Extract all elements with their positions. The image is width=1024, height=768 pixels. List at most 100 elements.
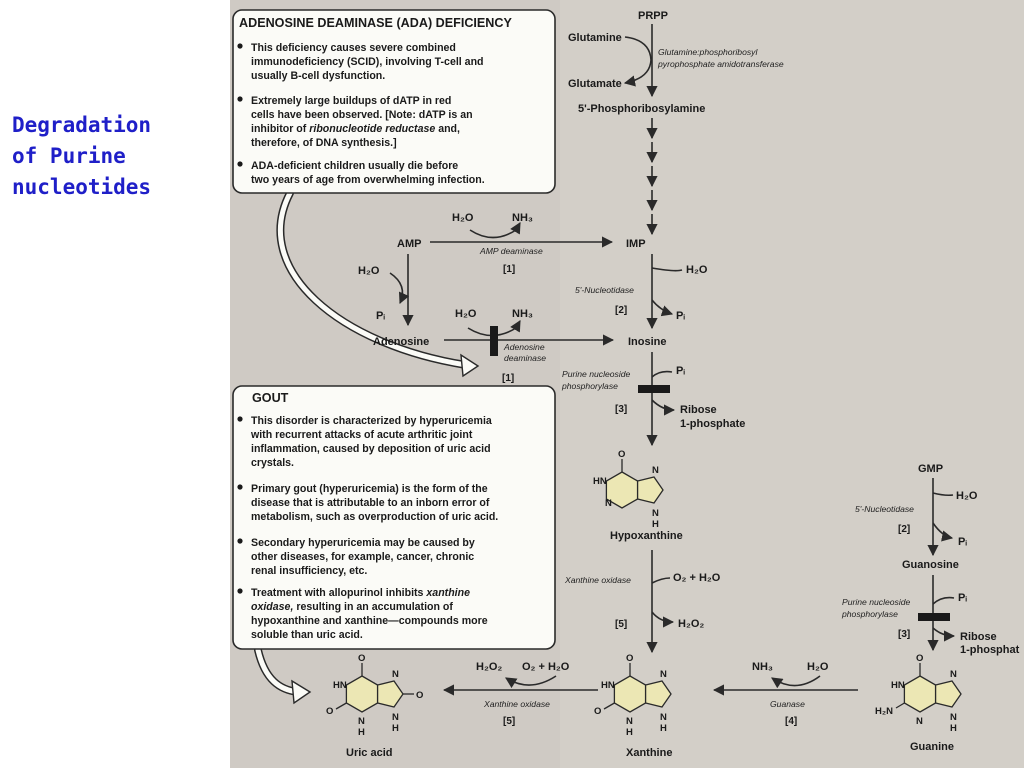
pnp-label: Purine nucleoside <box>842 597 911 607</box>
pi-label: Pᵢ <box>676 365 685 377</box>
svg-text:N: N <box>916 716 923 727</box>
slide-title-line: nucleotides <box>12 175 152 199</box>
svg-text:N: N <box>358 716 365 727</box>
amp-label: AMP <box>397 238 421 250</box>
svg-text:H: H <box>950 723 957 734</box>
gout-bullet-1-line: This disorder is characterized by hyperu… <box>251 415 492 427</box>
ada-bullet-2-text: and, <box>435 123 460 135</box>
step-2-label: [2] <box>898 524 910 535</box>
step-3-label: [3] <box>898 629 910 640</box>
pnp-label: phosphorylase <box>561 381 618 391</box>
svg-text:oxidase, resulting in an accum: oxidase, resulting in an accumulation of <box>251 601 453 613</box>
svg-text:O: O <box>626 653 633 664</box>
nh3-label: NH₃ <box>752 661 773 673</box>
h2o-label: H₂O <box>686 264 708 276</box>
svg-text:N: N <box>392 712 399 723</box>
step-5-label: [5] <box>615 619 627 630</box>
ribose-1-phosphate-label: Ribose <box>680 404 717 416</box>
h2o2-label: H₂O₂ <box>678 618 704 630</box>
pnp-label: Purine nucleoside <box>562 369 631 379</box>
svg-text:N: N <box>652 465 659 476</box>
nh3-label: NH₃ <box>512 308 533 320</box>
svg-text:H: H <box>392 723 399 734</box>
h2o2-label: H₂O₂ <box>476 661 502 673</box>
svg-text:H: H <box>626 727 633 738</box>
gout-bullet-2-line: disease that is attributable to an inbor… <box>251 497 490 509</box>
ada-bullet-2-line: cells have been observed. [Note: dATP is… <box>251 109 473 121</box>
svg-text:N: N <box>660 669 667 680</box>
pnp-block-bar <box>638 385 670 393</box>
glutamine-label: Glutamine <box>568 32 622 44</box>
gout-bullet-3-line: other diseases, for example, cancer, chr… <box>251 551 474 563</box>
ada-bullet-2-enzyme: ribonucleotide reductase <box>309 123 435 135</box>
pi-label: Pᵢ <box>958 536 967 548</box>
pi-label: Pᵢ <box>676 310 685 322</box>
ada-box-title: ADENOSINE DEAMINASE ( <box>239 16 401 30</box>
ada-deficiency-box: ADENOSINE DEAMINASE (ADA) DEFICIENCY Thi… <box>232 9 556 378</box>
hypoxanthine-structure: O HN N N N H <box>593 449 664 530</box>
gout-bullet-2-line: metabolism, such as overproduction of ur… <box>251 511 498 523</box>
gout-bullet-3-line: Secondary hyperuricemia may be caused by <box>251 537 475 549</box>
ada-bullet-3-line: ADA-deficient children usually die befor… <box>251 160 458 172</box>
gout-bullet-1-line: with recurrent attacks of acute arthriti… <box>250 429 473 441</box>
imp-label: IMP <box>626 238 646 250</box>
gout-box-title: GOUT <box>252 391 289 405</box>
gout-bullet-3-line: renal insufficiency, etc. <box>251 565 367 577</box>
uric-acid-structure: O HN O N H N N H O <box>326 653 423 738</box>
ribose-1-phosphate-label: 1-phosphat <box>960 644 1020 656</box>
svg-text:O: O <box>916 653 923 664</box>
ada-bullet-1-line: This deficiency causes severe combined <box>251 42 456 54</box>
svg-text:Treatment with allopurinol inh: Treatment with allopurinol inhibits xant… <box>251 587 470 599</box>
gout-bullet-2-line: Primary gout (hyperuricemia) is the form… <box>251 483 488 495</box>
adenosine-deaminase-label: deaminase <box>504 353 546 363</box>
xanthine-oxidase-label: Xanthine oxidase <box>564 575 631 585</box>
gout-bullet-1-line: inflammation, caused by deposition of ur… <box>251 443 491 455</box>
ada-bullet-3-line: two years of age from overwhelming infec… <box>251 174 485 186</box>
purine-degradation-figure: ADENOSINE DEAMINASE (ADA) DEFICIENCY Thi… <box>230 0 1024 768</box>
svg-text:HN: HN <box>333 680 347 691</box>
svg-text:N: N <box>626 716 633 727</box>
ribose-1-phosphate-label: 1-phosphate <box>680 418 745 430</box>
guanine-label: Guanine <box>910 741 954 753</box>
uric-acid-label: Uric acid <box>346 747 392 759</box>
gout-bullet-4-enzyme: xanthine <box>425 587 470 599</box>
ada-block-bar <box>490 326 498 356</box>
svg-text:H: H <box>652 519 659 530</box>
gpat-enzyme-label: pyrophosphate amidotransferase <box>657 59 784 69</box>
ada-box-title: ) DEFICIENCY <box>428 16 513 30</box>
hypoxanthine-label: Hypoxanthine <box>610 530 683 542</box>
h2o-label: H₂O <box>452 212 474 224</box>
svg-text:N: N <box>652 508 659 519</box>
gout-bullet-4-line: hypoxanthine and xanthine—compounds more <box>251 615 488 627</box>
svg-text:HN: HN <box>891 680 905 691</box>
gmp-label: GMP <box>918 463 943 475</box>
svg-text:O: O <box>326 706 333 717</box>
step-5-label: [5] <box>503 716 515 727</box>
svg-text:N: N <box>950 669 957 680</box>
slide-title: Degradation of Purine nucleotides <box>12 110 212 203</box>
h2o-label: H₂O <box>358 265 380 277</box>
pnp-label: phosphorylase <box>841 609 898 619</box>
gpat-enzyme-label: Glutamine:phosphoribosyl <box>658 47 758 57</box>
svg-text:H₂N: H₂N <box>875 706 893 717</box>
guanosine-label: Guanosine <box>902 559 959 571</box>
xanthine-label: Xanthine <box>626 747 672 759</box>
gout-bullet-4-enzyme: oxidase, <box>251 601 293 613</box>
gout-bullet-1-line: crystals. <box>251 457 294 469</box>
ada-bullet-2-line: Extremely large buildups of dATP in red <box>251 95 451 107</box>
slide-title-line: of Purine <box>12 144 126 168</box>
glutamate-label: Glutamate <box>568 78 622 90</box>
ada-bullet-1-line: immunodeficiency (SCID), involving T-cel… <box>251 56 484 68</box>
adenosine-deaminase-label: Adenosine <box>503 342 545 352</box>
xanthine-oxidase-label: Xanthine oxidase <box>483 699 550 709</box>
guanine-structure: O HN H₂N N N N H <box>875 653 962 734</box>
xanthine-structure: O HN O N H N N H <box>594 653 672 738</box>
slide-title-line: Degradation <box>12 113 152 137</box>
step-1-label: [1] <box>502 373 514 384</box>
svg-text:H: H <box>660 723 667 734</box>
o2-h2o-label: O₂ + H₂O <box>673 572 721 584</box>
ada-bullet-2-line: therefore, of DNA synthesis.] <box>251 137 397 149</box>
step-1-label: [1] <box>503 264 515 275</box>
svg-text:H: H <box>358 727 365 738</box>
nh3-label: NH₃ <box>512 212 533 224</box>
